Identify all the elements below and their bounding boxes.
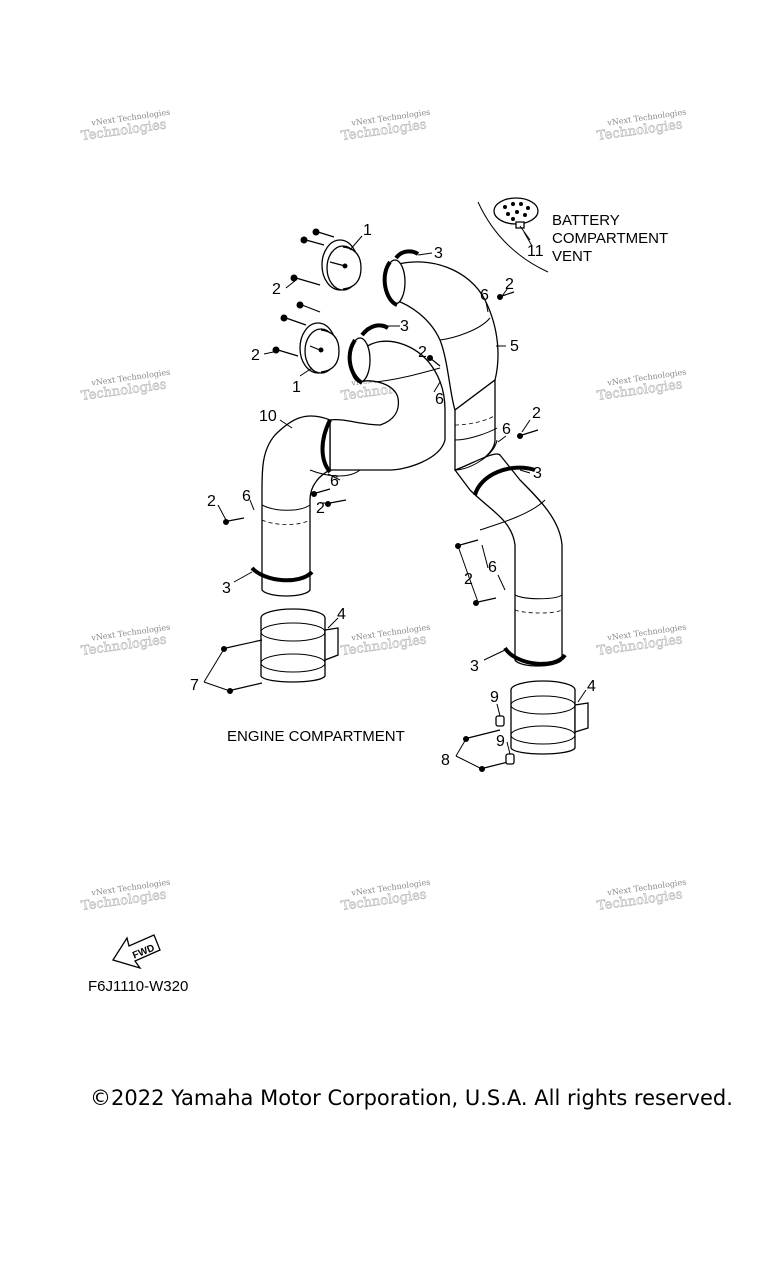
vent-cover-lower [299, 322, 340, 374]
battery-vent [477, 197, 549, 273]
callout-2-g: 2 [207, 493, 216, 510]
callout-9-a: 9 [490, 689, 499, 706]
callout-3-d: 3 [222, 580, 231, 597]
callout-8: 8 [441, 752, 450, 769]
watermark-10: Technologies vNext Technologies [80, 878, 171, 915]
duct-adapter-right [510, 680, 589, 755]
callout-7: 7 [190, 677, 199, 694]
watermark-2: Technologies vNext Technologies [340, 108, 431, 145]
callout-6-f: 6 [488, 559, 497, 576]
watermark-6: Technologies vNext Technologies [596, 368, 687, 405]
callout-3-b: 3 [400, 318, 409, 335]
duct-adapter-left [260, 608, 339, 683]
fwd-arrow-icon: FWD [111, 934, 161, 970]
callout-2-b: 2 [251, 347, 260, 364]
watermark-7: Technologies vNext Technologies [80, 623, 171, 660]
watermark-1: Technologies vNext Technologies [80, 108, 171, 145]
battery-label-line2: COMPARTMENT [552, 230, 668, 247]
callout-3-a: 3 [434, 245, 443, 262]
callout-5: 5 [510, 338, 519, 355]
callout-2-d: 2 [505, 276, 514, 293]
callout-2-e: 2 [532, 405, 541, 422]
duct-5 [382, 249, 567, 667]
figure-code: F6J1110-W320 [88, 978, 188, 995]
callout-2-f: 2 [316, 500, 325, 517]
duct-10 [250, 323, 446, 597]
callout-9-b: 9 [496, 733, 505, 750]
battery-label-line1: BATTERY [552, 212, 620, 229]
cover-screws [272, 228, 348, 357]
callout-11: 11 [527, 243, 544, 260]
callout-4-right: 4 [587, 678, 596, 695]
callout-1-upper: 1 [363, 222, 372, 239]
engine-compartment-label: ENGINE COMPARTMENT [227, 728, 405, 745]
copyright-notice: ©2022 Yamaha Motor Corporation, U.S.A. A… [90, 1086, 733, 1110]
callout-3-c: 3 [533, 465, 542, 482]
callout-1-lower: 1 [292, 379, 301, 396]
callout-2-c: 2 [418, 344, 427, 361]
callout-6-c: 6 [502, 421, 511, 438]
battery-label-line3: VENT [552, 248, 592, 265]
callout-6-a: 6 [480, 287, 489, 304]
callout-4-left: 4 [337, 606, 346, 623]
callout-2-h: 2 [464, 571, 473, 588]
callout-6-e: 6 [242, 488, 251, 505]
callout-6-b: 6 [435, 391, 444, 408]
leader-lines [203, 231, 587, 770]
callout-10: 10 [259, 408, 277, 425]
watermark-11: Technologies vNext Technologies [340, 878, 431, 915]
watermark-3: Technologies vNext Technologies [596, 108, 687, 145]
duct-screws [221, 291, 539, 772]
callout-2-a: 2 [272, 281, 281, 298]
watermark-8: Technologies vNext Technologies [340, 623, 431, 660]
watermark-4: Technologies vNext Technologies [80, 368, 171, 405]
watermark-9: Technologies vNext Technologies [596, 623, 687, 660]
watermark-12: Technologies vNext Technologies [596, 878, 687, 915]
callout-3-e: 3 [470, 658, 479, 675]
callout-6-d: 6 [330, 473, 339, 490]
